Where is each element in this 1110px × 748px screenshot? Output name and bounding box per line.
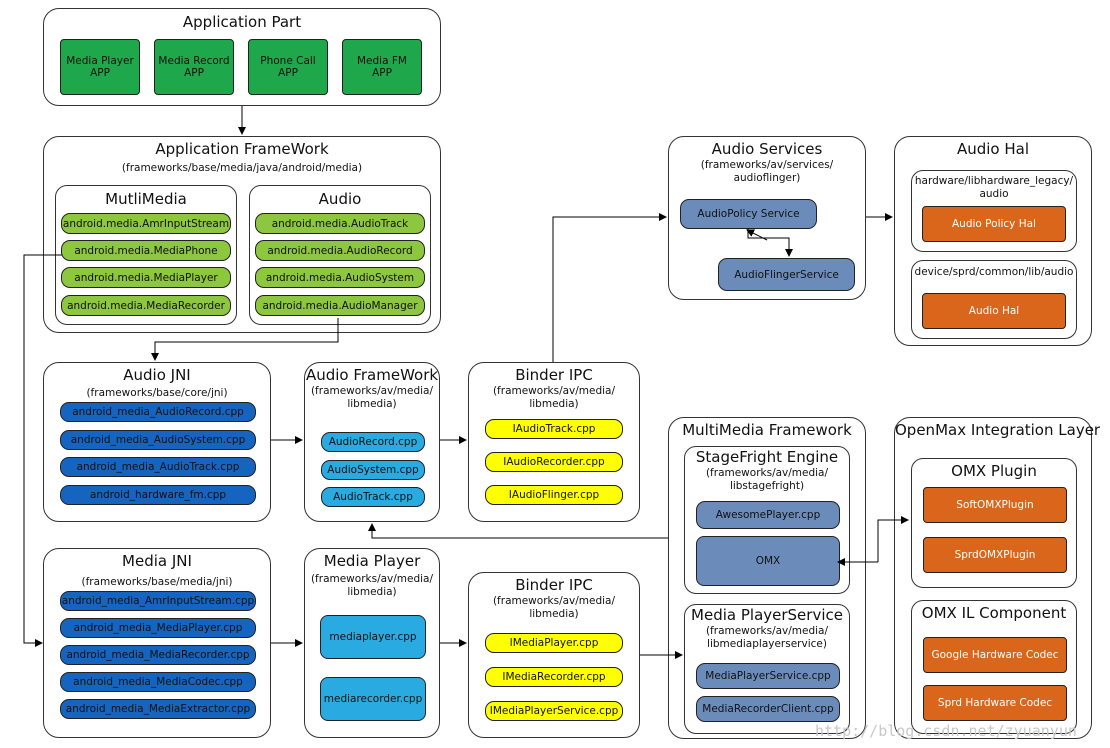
binder-ipc-audio-title: Binder IPC	[515, 366, 593, 384]
audio-record-cpp: AudioRecord.cpp	[321, 432, 425, 452]
audio-track-cpp: AudioTrack.cpp	[321, 487, 425, 507]
audio-policy-service: AudioPolicy Service	[680, 199, 817, 229]
media-player-service-group: Media PlayerService (frameworks/av/media…	[684, 604, 850, 734]
iaudio-flinger-cpp: IAudioFlinger.cpp	[485, 485, 623, 505]
sprd-audio-hal-group: device/sprd/common/lib/audio Audio Hal	[911, 260, 1077, 339]
audio-hal: Audio Hal	[922, 293, 1066, 329]
multimedia-framework-box: MultiMedia Framework StageFright Engine …	[668, 417, 866, 739]
binder-ipc-media-box: Binder IPC (frameworks/av/media/ libmedi…	[468, 572, 640, 738]
media-player-service-cpp: MediaPlayerService.cpp	[696, 663, 840, 689]
audio-framework-box: Audio FrameWork (frameworks/av/media/ li…	[304, 362, 440, 522]
application-framework-path: (frameworks/base/media/java/android/medi…	[121, 162, 363, 174]
mediaplayer-cpp: mediaplayer.cpp	[320, 615, 426, 659]
openmax-il-box: OpenMax Integration Layer OMX Plugin Sof…	[894, 417, 1101, 739]
multimedia-framework-title: MultiMedia Framework	[682, 421, 852, 439]
audio-jni-box: Audio JNI (frameworks/base/core/jni) and…	[43, 362, 271, 522]
media-jni-title: Media JNI	[122, 552, 192, 570]
audio-services-box: Audio Services (frameworks/av/services/ …	[668, 136, 866, 300]
audio-hal-box: Audio Hal hardware/libhardware_legacy/ a…	[894, 136, 1092, 346]
application-part-title: Application Part	[182, 13, 302, 31]
jni-audio-record: android_media_AudioRecord.cpp	[60, 402, 256, 422]
audio-track-class: android.media.AudioTrack	[255, 213, 425, 234]
iaudio-recorder-cpp: IAudioRecorder.cpp	[485, 452, 623, 472]
audio-policy-hal: Audio Policy Hal	[922, 206, 1066, 242]
imedia-player-cpp: IMediaPlayer.cpp	[485, 633, 623, 653]
media-player-class: android.media.MediaPlayer	[61, 267, 231, 288]
media-jni-box: Media JNI (frameworks/base/media/jni) an…	[43, 548, 271, 738]
stagefright-engine-title: StageFright Engine	[695, 448, 839, 466]
audio-jni-title: Audio JNI	[123, 366, 191, 384]
omx-plugin-title: OMX Plugin	[951, 462, 1037, 480]
jni-amr-input-stream: android_media_AmrInputStream.cpp	[60, 591, 256, 611]
awesome-player-cpp: AwesomePlayer.cpp	[696, 501, 840, 529]
stagefright-engine-group: StageFright Engine (frameworks/av/media/…	[684, 446, 850, 594]
media-phone-class: android.media.MediaPhone	[61, 240, 231, 261]
jni-media-player: android_media_MediaPlayer.cpp	[60, 618, 256, 638]
media-fm-app: Media FM APP	[342, 39, 422, 95]
omx-il-component-group: OMX IL Component Google Hardware Codec S…	[911, 600, 1077, 734]
sprd-hardware-codec: Sprd Hardware Codec	[923, 685, 1067, 721]
openmax-il-title: OpenMax Integration Layer	[895, 421, 1101, 439]
jni-audio-track: android_media_AudioTrack.cpp	[60, 457, 256, 477]
legacy-audio-hal-path: hardware/libhardware_legacy/ audio	[914, 175, 1074, 200]
omx-node: OMX	[696, 536, 840, 586]
multimedia-title: MutliMedia	[105, 190, 187, 208]
watermark: http://blog.csdn.net/zyuanyun	[815, 722, 1077, 740]
media-player-path: (frameworks/av/media/ libmedia)	[310, 573, 434, 598]
media-player-service-path: (frameworks/av/media/ libmediaplayerserv…	[705, 625, 829, 650]
application-framework-box: Application FrameWork (frameworks/base/m…	[43, 136, 441, 333]
jni-audio-system: android_media_AudioSystem.cpp	[60, 430, 256, 450]
phone-call-app: Phone Call APP	[248, 39, 328, 95]
media-recorder-class: android.media.MediaRecorder	[61, 295, 231, 316]
binder-ipc-audio-path: (frameworks/av/media/ libmedia)	[492, 385, 616, 410]
omx-il-component-title: OMX IL Component	[921, 604, 1067, 622]
jni-media-extractor: android_media_MediaExtractor.cpp	[60, 699, 256, 719]
audio-flinger-service: AudioFlingerService	[718, 258, 855, 291]
google-hardware-codec: Google Hardware Codec	[923, 637, 1067, 673]
binder-ipc-media-path: (frameworks/av/media/ libmedia)	[492, 595, 616, 620]
media-player-app: Media Player APP	[60, 39, 140, 95]
omx-plugin-group: OMX Plugin SoftOMXPlugin SprdOMXPlugin	[911, 458, 1077, 588]
audio-jni-path: (frameworks/base/core/jni)	[86, 387, 228, 399]
audio-title: Audio	[318, 190, 362, 208]
amr-input-stream-class: android.media.AmrInputStream	[61, 213, 231, 234]
mediarecorder-cpp: mediarecorder.cpp	[320, 677, 426, 721]
jni-media-codec: android_media_MediaCodec.cpp	[60, 672, 256, 692]
audio-services-path: (frameworks/av/services/ audioflinger)	[700, 159, 834, 184]
arrow-binder-to-audio-services	[552, 213, 667, 362]
jni-media-recorder: android_media_MediaRecorder.cpp	[60, 645, 256, 665]
audio-system-class: android.media.AudioSystem	[255, 267, 425, 288]
legacy-audio-hal-group: hardware/libhardware_legacy/ audio Audio…	[911, 170, 1077, 252]
binder-ipc-audio-box: Binder IPC (frameworks/av/media/ libmedi…	[468, 362, 640, 522]
media-player-box: Media Player (frameworks/av/media/ libme…	[304, 548, 440, 738]
imedia-recorder-cpp: IMediaRecorder.cpp	[485, 667, 623, 687]
arrow-mmfw-to-audio-fw	[368, 523, 668, 539]
audio-services-title: Audio Services	[711, 140, 823, 158]
media-recorder-client-cpp: MediaRecorderClient.cpp	[696, 696, 840, 722]
stagefright-engine-path: (frameworks/av/media/ libstagefright)	[705, 467, 829, 492]
media-player-title: Media Player	[323, 552, 421, 570]
audio-group: Audio android.media.AudioTrack android.m…	[249, 185, 431, 325]
binder-ipc-media-title: Binder IPC	[515, 576, 593, 594]
sprd-omx-plugin: SprdOMXPlugin	[923, 537, 1067, 573]
media-record-app: Media Record APP	[154, 39, 234, 95]
audio-framework-path: (frameworks/av/media/ libmedia)	[310, 385, 434, 410]
jni-hardware-fm: android_hardware_fm.cpp	[60, 485, 256, 505]
audio-hal-title: Audio Hal	[956, 140, 1030, 158]
soft-omx-plugin: SoftOMXPlugin	[923, 487, 1067, 523]
audio-system-cpp: AudioSystem.cpp	[321, 460, 425, 480]
audio-framework-title: Audio FrameWork	[305, 366, 439, 384]
application-framework-title: Application FrameWork	[155, 140, 329, 158]
application-part-box: Application Part Media Player APP Media …	[43, 8, 441, 106]
media-jni-path: (frameworks/base/media/jni)	[81, 576, 233, 588]
iaudio-track-cpp: IAudioTrack.cpp	[485, 419, 623, 439]
imedia-player-service-cpp: IMediaPlayerService.cpp	[485, 701, 623, 721]
audio-manager-class: android.media.AudioManager	[255, 295, 425, 316]
media-player-service-title: Media PlayerService	[691, 606, 843, 624]
sprd-audio-hal-path: device/sprd/common/lib/audio	[914, 266, 1074, 278]
multimedia-group: MutliMedia android.media.AmrInputStream …	[55, 185, 237, 325]
audio-record-class: android.media.AudioRecord	[255, 240, 425, 261]
